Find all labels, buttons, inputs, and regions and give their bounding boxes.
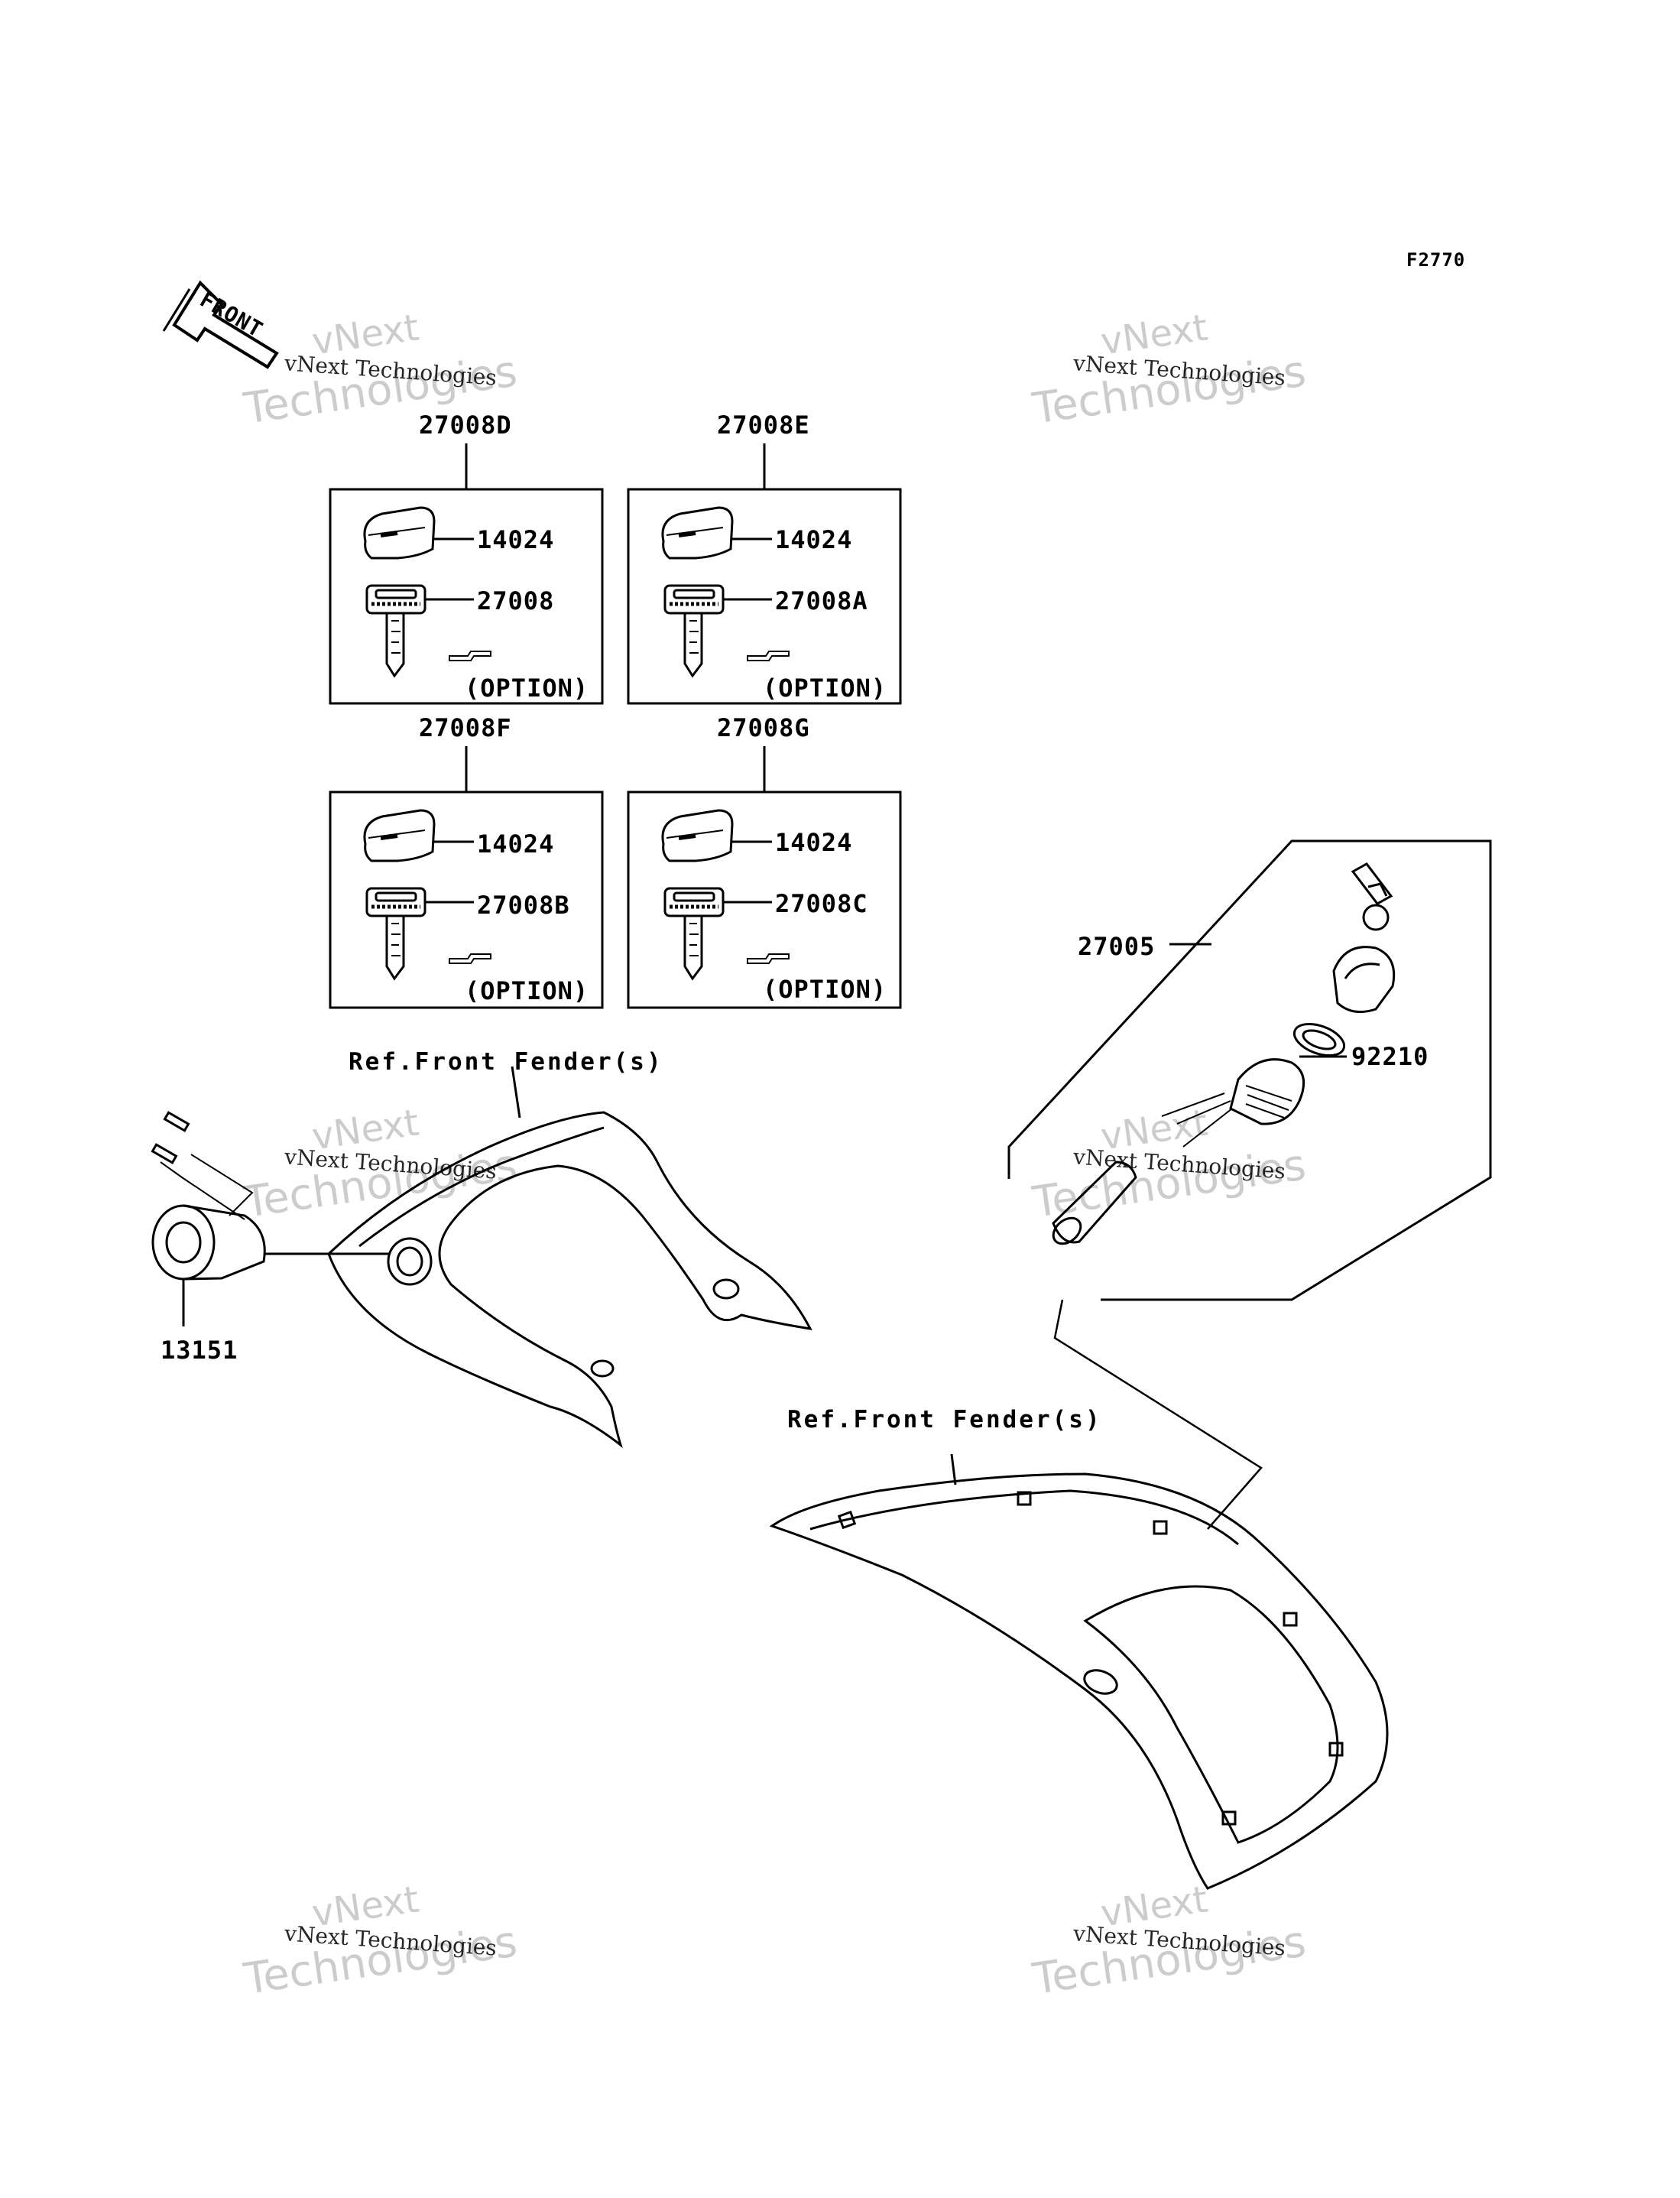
reference-lower-fender: Ref.Front Fender(s) — [787, 1406, 1102, 1433]
cap-part-number: 14024 — [477, 525, 555, 554]
option-note: (OPTION) — [763, 975, 887, 1004]
front-arrow-icon — [162, 280, 279, 369]
cap-part-number: 14024 — [477, 830, 555, 859]
switch-assembly-panel — [1007, 839, 1492, 1301]
front-fender-upper — [327, 1111, 812, 1449]
key-part-number: 27008 — [477, 586, 555, 615]
kit-number-27008D: 27008D — [419, 411, 512, 440]
option-note: (OPTION) — [465, 674, 589, 703]
ignition-key-icon — [1351, 862, 1393, 931]
figure-code: F2770 — [1406, 249, 1466, 271]
kit-number-27008G: 27008G — [717, 713, 810, 742]
cap-part-number: 14024 — [775, 828, 853, 857]
key-part-number: 27008B — [477, 891, 570, 920]
knob-part-number: 13151 — [161, 1336, 238, 1365]
front-fender-lower — [769, 1472, 1389, 1890]
cap-part-number: 14024 — [775, 525, 853, 554]
switch-assembly-part-number: 27005 — [1078, 932, 1156, 961]
option-note: (OPTION) — [465, 976, 589, 1005]
kit-box-27008D — [329, 488, 604, 705]
key-part-number: 27008C — [775, 889, 868, 918]
kit-number-27008E: 27008E — [717, 411, 810, 440]
knob-13151-icon — [151, 1111, 266, 1281]
reference-upper-fender: Ref.Front Fender(s) — [349, 1048, 663, 1076]
kit-number-27008F: 27008F — [419, 713, 512, 742]
key-part-number: 27008A — [775, 586, 868, 615]
option-note: (OPTION) — [763, 674, 887, 703]
nut-part-number: 92210 — [1351, 1042, 1429, 1071]
